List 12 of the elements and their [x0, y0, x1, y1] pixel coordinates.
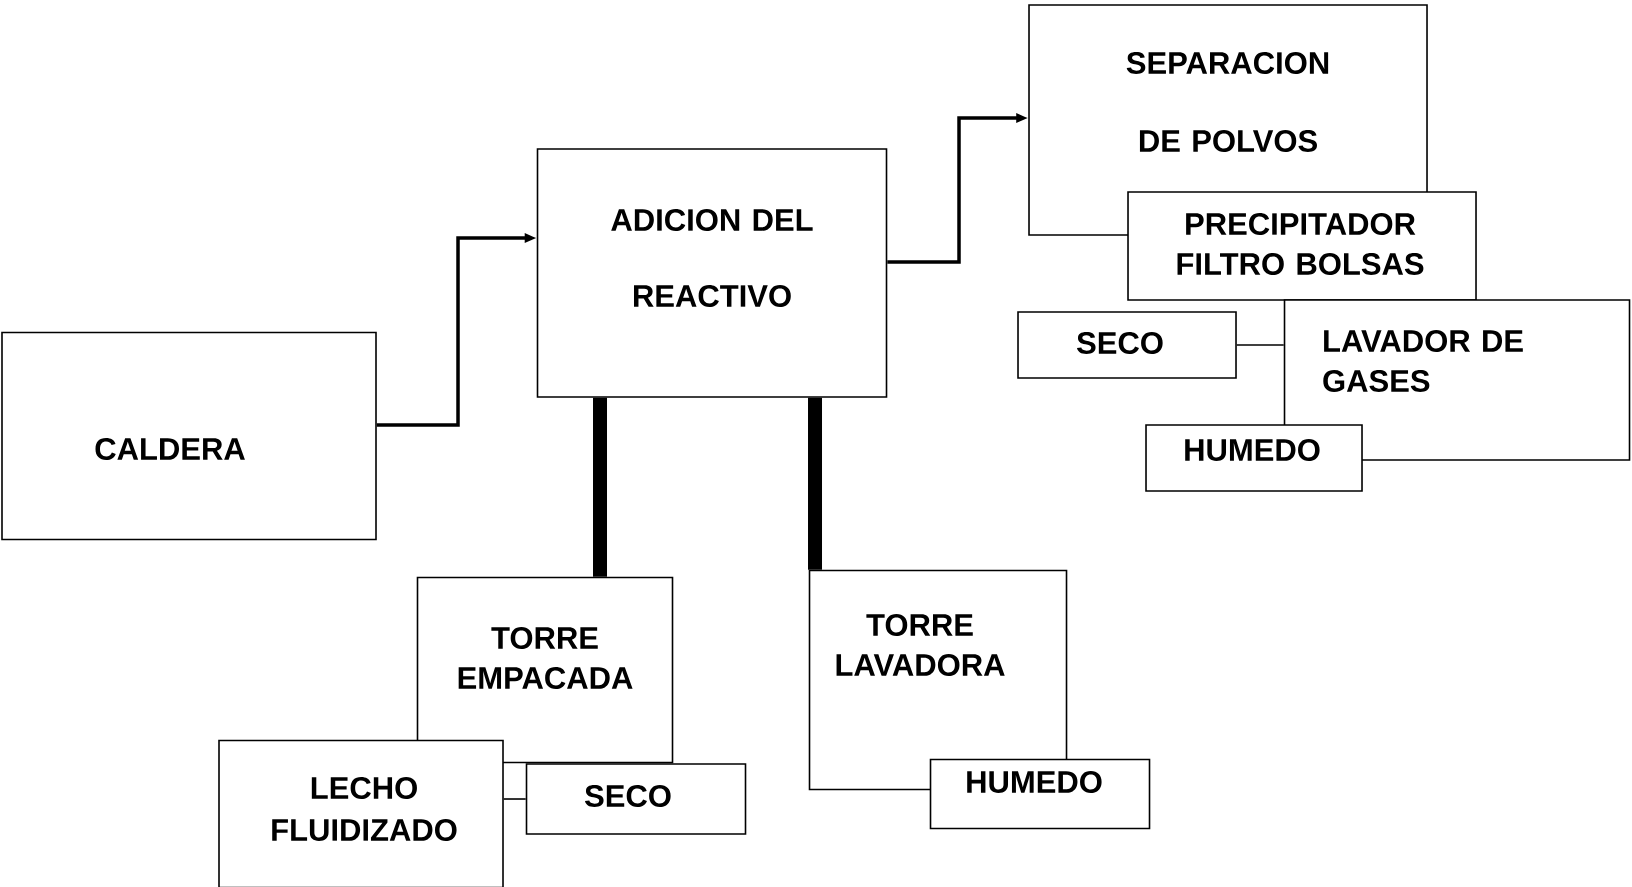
connector-line	[593, 397, 607, 577]
connector-line	[1236, 344, 1285, 346]
process-box: PRECIPITADOR FILTRO BOLSAS	[1127, 191, 1477, 301]
process-box: LECHO FLUIDIZADO	[218, 739, 504, 887]
process-box: HUMEDO	[929, 758, 1151, 830]
connector-line	[503, 798, 527, 800]
process-box: CALDERA	[1, 331, 377, 541]
process-box: HUMEDO	[1145, 424, 1363, 492]
process-box: SECO	[525, 763, 747, 835]
process-box: SECO	[1017, 311, 1237, 379]
connector-line	[808, 397, 822, 570]
process-box: ADICION DEL REACTIVO	[536, 148, 888, 398]
